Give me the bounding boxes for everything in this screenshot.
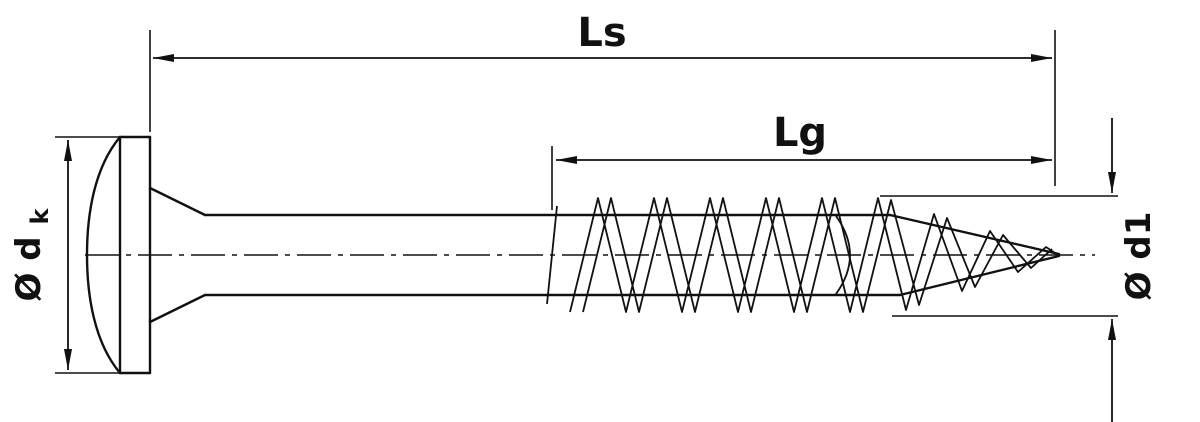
dk-label-prefix: Ø d bbox=[9, 236, 49, 301]
ls-label: Ls bbox=[577, 10, 626, 56]
screw-head-dome bbox=[85, 135, 122, 375]
lg-label: Lg bbox=[773, 110, 827, 156]
screw-neck-cone-bottom bbox=[148, 293, 207, 324]
dk-label: Ø d k bbox=[9, 208, 54, 302]
dimension-head-diameter: Ø d k bbox=[9, 136, 120, 374]
dimension-thread-length: Lg bbox=[551, 110, 1052, 210]
dk-label-subscript: k bbox=[26, 208, 54, 225]
thread-start-line bbox=[546, 205, 558, 305]
screw-tip-bottom bbox=[898, 254, 1061, 297]
thread-zigzag-a bbox=[569, 197, 1059, 313]
dimension-thread-diameter: Ø d1 bbox=[880, 118, 1159, 422]
thread-zigzag-b bbox=[582, 197, 1053, 313]
thread-cut-arc bbox=[835, 215, 851, 295]
screw-drawing bbox=[85, 135, 1095, 375]
screw-neck-cone-top bbox=[148, 186, 207, 217]
screw-tip-top bbox=[888, 213, 1061, 256]
d1-label: Ø d1 bbox=[1119, 212, 1159, 301]
dimension-total-length: Ls bbox=[149, 10, 1056, 186]
